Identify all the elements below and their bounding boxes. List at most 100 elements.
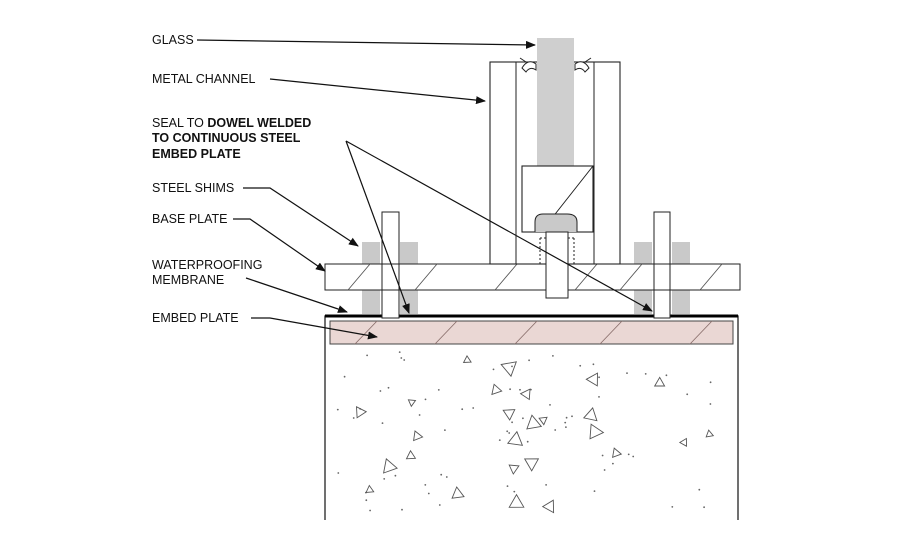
aggregate-dot: [387, 386, 390, 389]
aggregate-dot: [438, 504, 441, 506]
aggregate-dot: [418, 414, 421, 416]
aggregate-dot: [336, 408, 339, 411]
aggregate-dot: [403, 359, 406, 361]
aggregate-dot: [571, 415, 573, 418]
label-base-plate: BASE PLATE: [152, 212, 228, 226]
leader-lines: [196, 39, 653, 340]
aggregate-stone: [538, 416, 548, 426]
aggregate-dot: [545, 484, 547, 486]
aggregate-dot: [511, 365, 513, 368]
aggregate-dot: [644, 373, 647, 375]
aggregate-stone: [383, 458, 398, 474]
aggregate-stone: [405, 449, 417, 460]
steel-shims: [362, 242, 690, 314]
aggregate-dot: [366, 354, 368, 357]
aggregate-stone: [589, 423, 605, 440]
aggregate-dot: [592, 363, 595, 366]
gasket-right: [574, 57, 592, 73]
aggregate-stone: [502, 409, 516, 421]
aggregate-dot: [526, 440, 529, 443]
concrete-slab: [324, 315, 739, 520]
aggregate-dot: [528, 359, 530, 362]
aggregate-dot: [445, 476, 448, 478]
label-metal-channel: METAL CHANNEL: [152, 72, 256, 86]
aggregate-dot: [444, 429, 446, 431]
aggregate-dot: [461, 408, 464, 411]
aggregate-stone: [541, 499, 555, 514]
aggregate-dot: [612, 462, 614, 465]
aggregate-dot: [598, 376, 600, 379]
aggregate-dot: [632, 455, 635, 458]
aggregate-dot: [506, 430, 509, 433]
aggregate-stone: [407, 399, 417, 408]
aggregate-dot: [343, 375, 346, 378]
aggregate-dot: [511, 421, 513, 424]
aggregate-dot: [498, 439, 501, 441]
aggregate-dot: [440, 473, 443, 476]
label-steel-shims: STEEL SHIMS: [152, 181, 234, 195]
aggregate-dot: [365, 499, 368, 502]
aggregate-dot: [603, 469, 606, 471]
aggregate-dot: [519, 388, 521, 391]
aggregate-dot: [565, 426, 567, 428]
gasket-left: [519, 57, 537, 73]
aggregate-stone: [508, 493, 525, 508]
aggregate-stone: [413, 430, 424, 442]
aggregate-stone: [506, 430, 524, 446]
aggregate-dot: [709, 381, 712, 384]
aggregate-dot: [579, 364, 582, 367]
aggregate-dot: [506, 485, 509, 487]
center-bolt: [539, 231, 575, 299]
setting-block: [521, 165, 594, 233]
glass-panel: [537, 38, 574, 166]
aggregate-dot: [369, 509, 371, 512]
aggregate-dot: [522, 417, 524, 420]
dowel-right: [653, 211, 671, 319]
aggregate-dot: [554, 429, 557, 431]
aggregate-dot: [381, 422, 384, 424]
aggregate-stone: [653, 376, 666, 387]
aggregate-dot: [398, 351, 401, 353]
label-seal-line2: TO CONTINUOUS STEEL: [152, 131, 301, 145]
aggregate-dot: [593, 490, 596, 492]
dowel-left: [381, 211, 400, 319]
aggregate-dot: [530, 388, 532, 391]
aggregate-dot: [671, 506, 674, 508]
aggregate-stone: [678, 437, 687, 447]
aggregate-dot: [627, 453, 630, 456]
embed-plate: [329, 320, 734, 345]
aggregate-dot: [565, 416, 568, 419]
aggregate-stone: [705, 429, 715, 438]
aggregate-dot: [401, 508, 403, 511]
aggregate-dot: [400, 357, 403, 359]
label-waterproofing-line2: MEMBRANE: [152, 273, 224, 287]
aggregate-dot: [598, 396, 600, 398]
aggregate-dot: [709, 403, 712, 405]
label-glass: GLASS: [152, 33, 194, 47]
aggregate-dot: [437, 389, 440, 391]
aggregate-stone: [365, 484, 375, 494]
aggregate-dot: [552, 355, 554, 357]
aggregate-stone: [526, 414, 543, 430]
aggregate-stone: [508, 464, 520, 475]
aggregate-dot: [337, 472, 340, 474]
label-seal-line1: SEAL TO DOWEL WELDED: [152, 116, 311, 130]
aggregate-dot: [383, 478, 386, 480]
aggregate-stone: [491, 383, 503, 396]
aggregate-dot: [509, 388, 511, 391]
aggregate-dot: [424, 398, 427, 401]
label-waterproofing-line1: WATERPROOFING: [152, 258, 262, 272]
aggregate-dot: [698, 488, 701, 491]
aggregate-dot: [379, 390, 382, 392]
aggregate-dot: [564, 421, 567, 424]
label-seal-bold: DOWEL WELDED: [207, 116, 311, 130]
aggregate-stone: [612, 447, 623, 458]
label-seal-prefix: SEAL TO: [152, 116, 207, 130]
aggregate-dot: [626, 372, 628, 374]
aggregate-stone: [500, 361, 517, 378]
aggregate-stone: [585, 372, 598, 387]
aggregate-stone: [582, 407, 598, 422]
aggregate-dot: [472, 407, 475, 409]
aggregate-dot: [427, 492, 430, 495]
